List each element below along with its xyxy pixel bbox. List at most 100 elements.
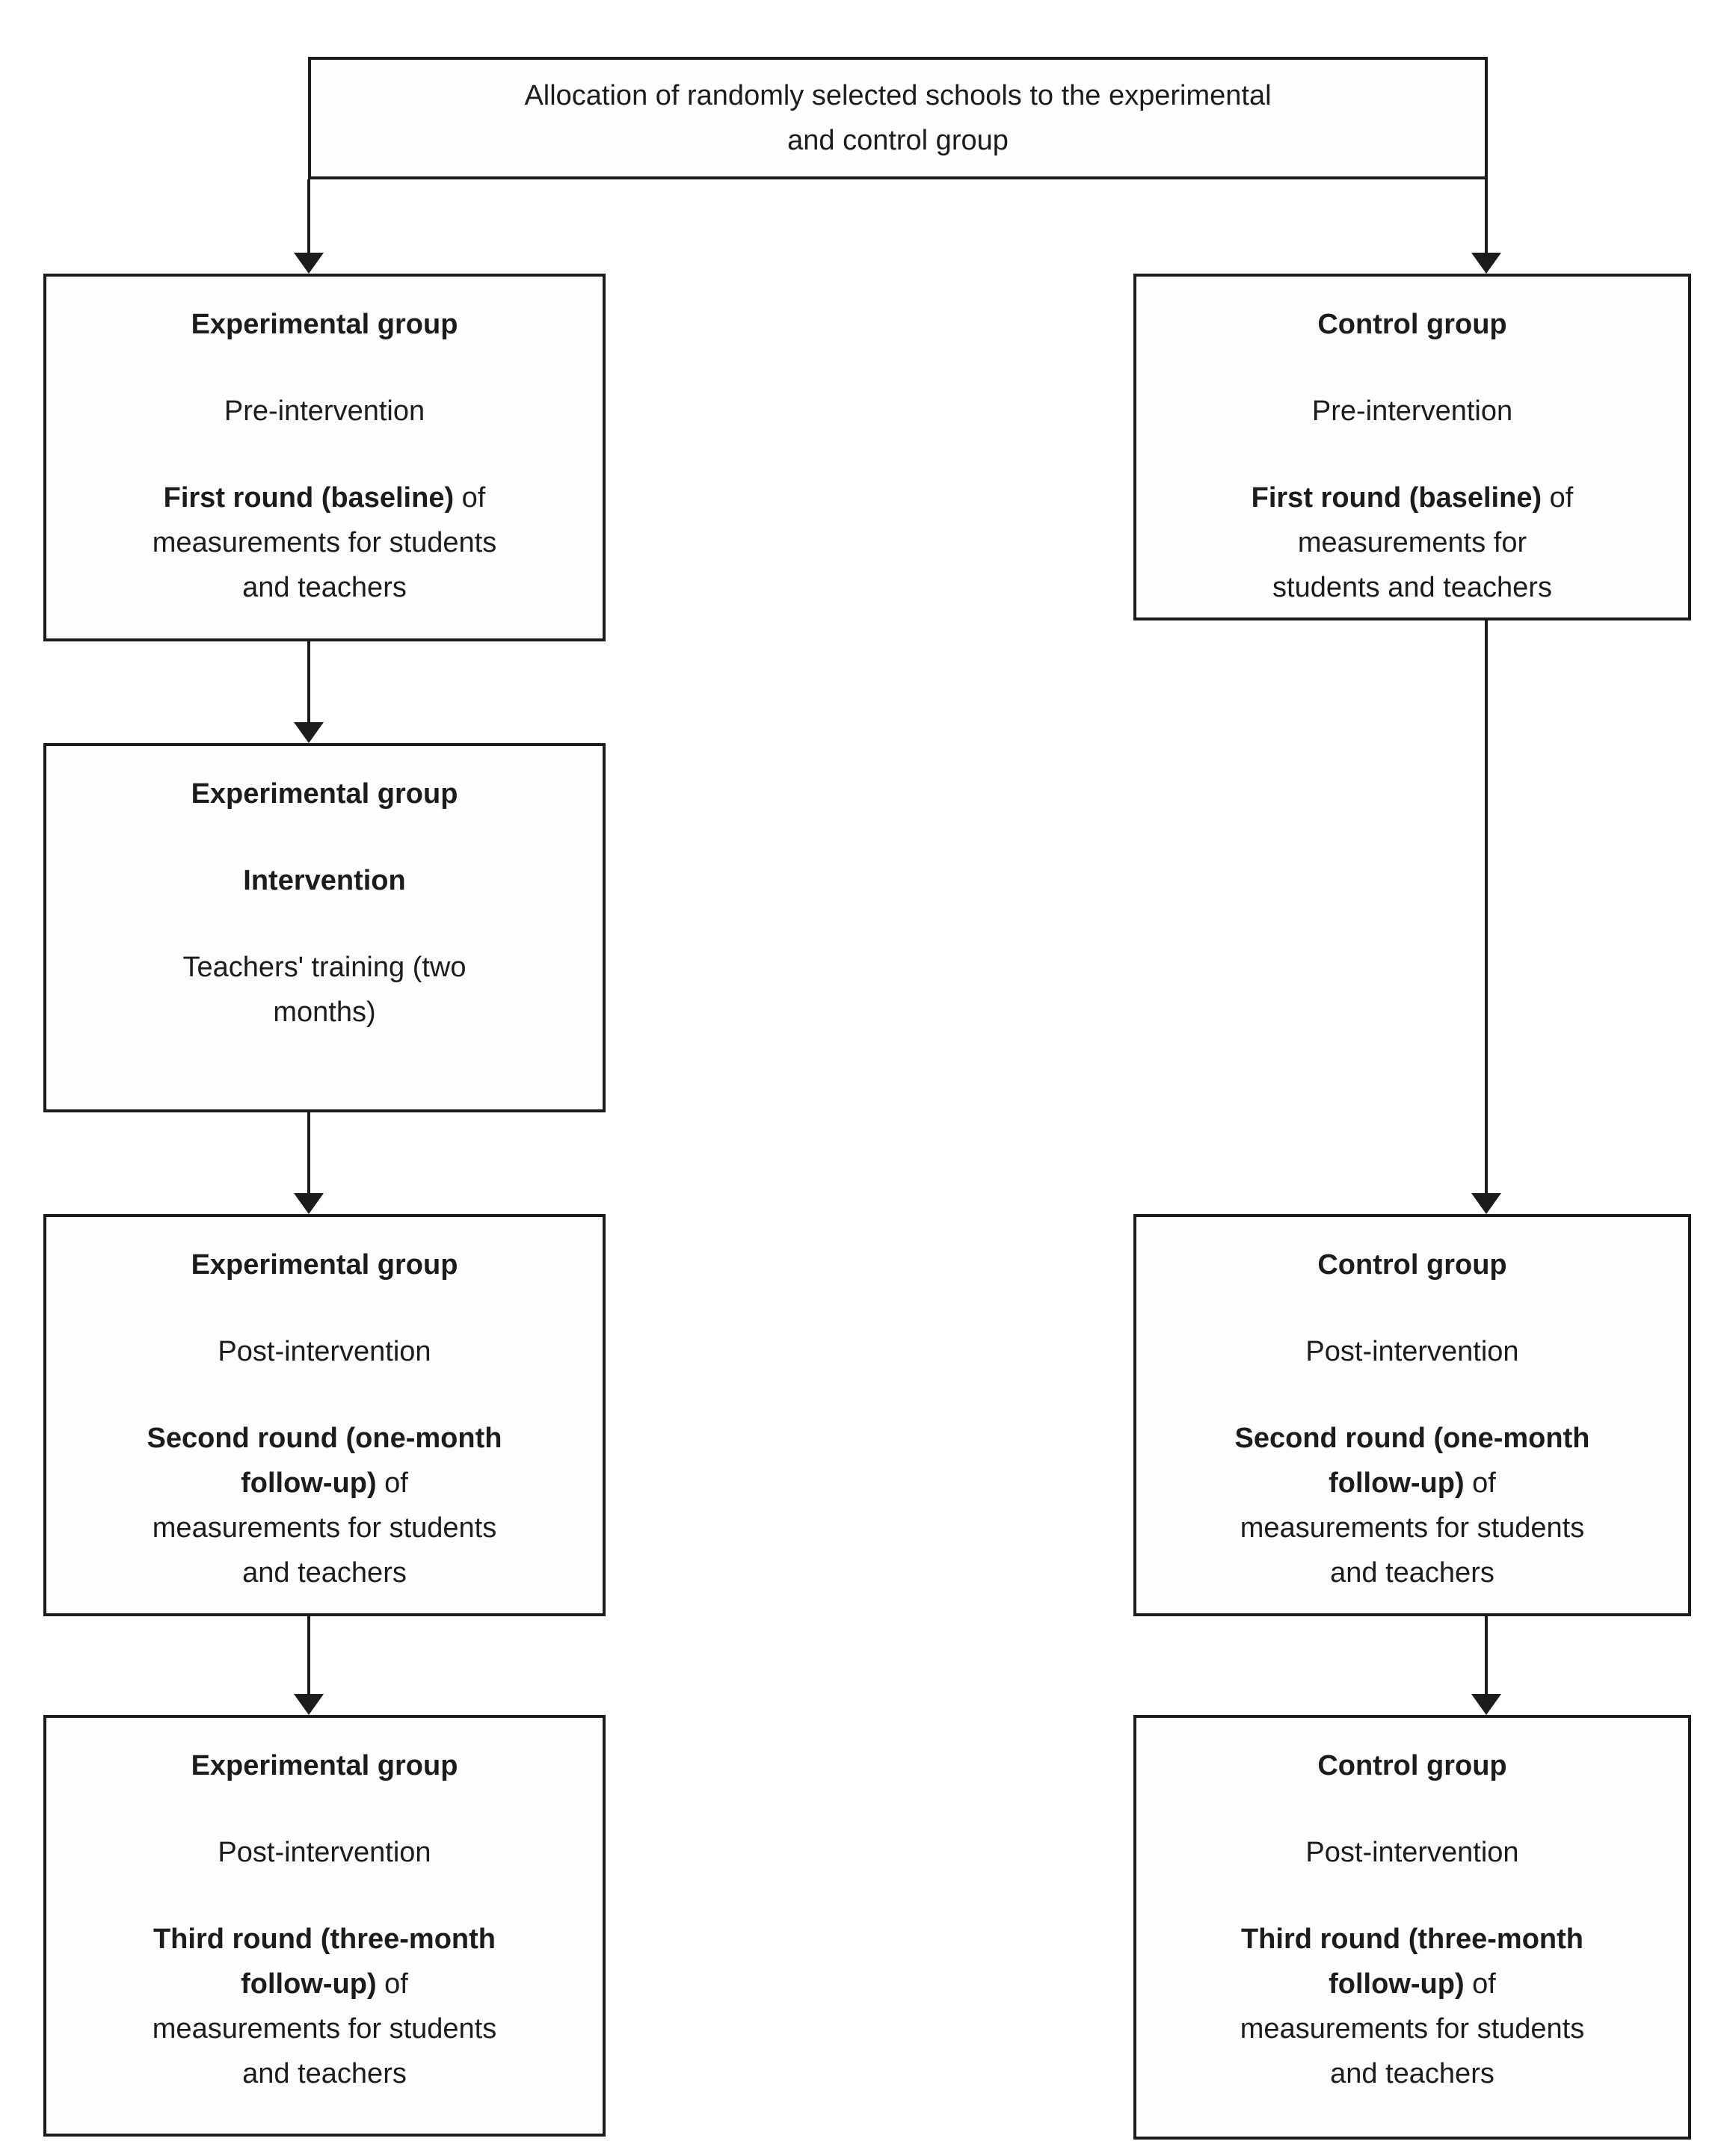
bold-text-segment: First round (baseline) [163, 482, 455, 514]
box-paragraph: Second round (one-month follow-up) of meas… [1136, 1416, 1688, 1595]
box-text-line: follow-up) of [1136, 1461, 1688, 1506]
box-text-line: First round (baseline) of [46, 475, 603, 520]
box-text-line: Experimental group [46, 1242, 603, 1287]
text-segment: and teachers [1330, 2058, 1494, 2089]
box-text-line: measurements for students [46, 2006, 603, 2051]
text-segment: of [376, 1968, 408, 2000]
box-text-line: Control group [1136, 1743, 1688, 1788]
box-text-line: measurements for students [1136, 2006, 1688, 2051]
box-paragraph: First round (baseline) of measurements fo… [46, 475, 603, 610]
text-segment: of [1464, 1467, 1496, 1499]
box-paragraph: Experimental group [46, 771, 603, 816]
bold-text-segment: Second round (one-month [147, 1423, 502, 1454]
text-segment: of [376, 1467, 408, 1499]
box-paragraph: Post-intervention [46, 1830, 603, 1875]
connector-experimental-3-4 [307, 1616, 310, 1694]
bold-text-segment: Intervention [243, 865, 406, 896]
text-segment: of [1542, 482, 1574, 514]
text-segment: Post-intervention [1305, 1336, 1519, 1367]
box-text-line: Pre-intervention [1136, 389, 1688, 434]
box-text-line: Teachers' training (two [46, 945, 603, 990]
text-segment: and teachers [242, 2058, 407, 2089]
box-text-line: and teachers [46, 565, 603, 610]
down-arrowhead-icon [1471, 1193, 1501, 1214]
box-paragraph: Third round (three-month follow-up) of mea… [1136, 1917, 1688, 2096]
box-text-line: follow-up) of [1136, 1962, 1688, 2006]
box-paragraph: Post-intervention [1136, 1830, 1688, 1875]
box-paragraph: Post-intervention [46, 1329, 603, 1374]
bold-text-segment: follow-up) [241, 1968, 377, 2000]
bold-text-segment: Third round (three-month [1240, 1924, 1584, 1955]
box-text-line: Experimental group [46, 302, 603, 347]
down-arrowhead-icon [294, 1193, 324, 1214]
box-paragraph: Experimental group [46, 1242, 603, 1287]
bold-text-segment: Control group [1317, 1750, 1507, 1781]
box-text-line: Allocation of randomly selected schools … [524, 73, 1271, 118]
box-text-line: Post-intervention [1136, 1329, 1688, 1374]
bold-text-segment: Experimental group [191, 1249, 458, 1281]
box-text-line: measurements for [1136, 520, 1688, 565]
text-segment: Pre-intervention [224, 395, 425, 427]
down-arrowhead-icon [294, 253, 324, 274]
bold-text-segment: follow-up) [241, 1467, 377, 1499]
box-text-line: Control group [1136, 1242, 1688, 1287]
box-text-line: and teachers [1136, 2051, 1688, 2096]
box-paragraph: Control group [1136, 1242, 1688, 1287]
bold-text-segment: First round (baseline) [1251, 482, 1542, 514]
bold-text-segment: Experimental group [191, 1750, 458, 1781]
box-text-line: measurements for students [46, 520, 603, 565]
box-text-line: and teachers [46, 2051, 603, 2096]
box-paragraph: Control group [1136, 302, 1688, 347]
text-segment: Post-intervention [218, 1336, 431, 1367]
box-text-line: and control group [524, 118, 1271, 163]
box-text-line: follow-up) of [46, 1962, 603, 2006]
box-text-line: Third round (three-month [1136, 1917, 1688, 1962]
down-arrowhead-icon [1471, 1694, 1501, 1715]
box-paragraph: Allocation of randomly selected schools … [524, 73, 1271, 163]
box-paragraph: Pre-intervention [1136, 389, 1688, 434]
down-arrowhead-icon [294, 722, 324, 743]
connector-top-to-experimental [307, 179, 310, 253]
box-paragraph: Intervention [46, 858, 603, 903]
bold-text-segment: follow-up) [1329, 1968, 1465, 2000]
bold-text-segment: Third round (three-month [153, 1924, 496, 1955]
text-segment: Teachers' training (two [182, 952, 467, 983]
text-segment: and control group [787, 125, 1009, 156]
bold-text-segment: Control group [1317, 1249, 1507, 1281]
text-segment: measurements for students [1240, 2013, 1585, 2045]
connector-control-1-2 [1485, 620, 1488, 1193]
down-arrowhead-icon [294, 1694, 324, 1715]
text-segment: measurements for students [152, 527, 497, 558]
box-text-line: Post-intervention [46, 1830, 603, 1875]
bold-text-segment: Second round (one-month [1234, 1423, 1590, 1454]
text-segment: students and teachers [1272, 572, 1552, 603]
bold-text-segment: Experimental group [191, 309, 458, 340]
box-text-line: Experimental group [46, 771, 603, 816]
connector-control-2-3 [1485, 1616, 1488, 1694]
box-text-line: Pre-intervention [46, 389, 603, 434]
box-text-line: First round (baseline) of [1136, 475, 1688, 520]
text-segment: of [454, 482, 486, 514]
box-text-line: Control group [1136, 302, 1688, 347]
box-text-line: follow-up) of [46, 1461, 603, 1506]
box-text-line: Second round (one-month [1136, 1416, 1688, 1461]
connector-top-to-control [1485, 179, 1488, 253]
box-paragraph: Post-intervention [1136, 1329, 1688, 1374]
bold-text-segment: Experimental group [191, 778, 458, 810]
box-text-line: Intervention [46, 858, 603, 903]
text-segment: and teachers [242, 1557, 407, 1589]
connector-experimental-1-2 [307, 641, 310, 722]
bold-text-segment: Control group [1317, 309, 1507, 340]
box-text-line: Third round (three-month [46, 1917, 603, 1962]
text-segment: measurements for students [1240, 1512, 1585, 1544]
